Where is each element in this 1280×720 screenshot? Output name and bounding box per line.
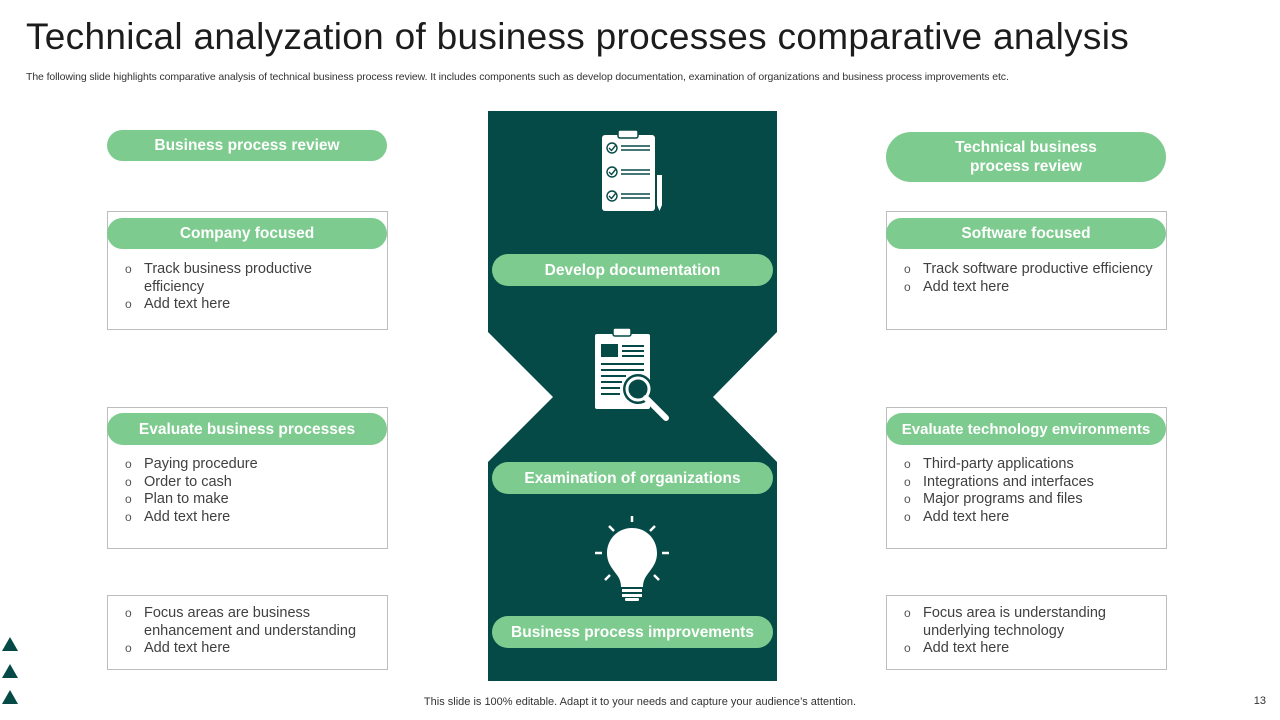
triangle-icon [2, 690, 18, 704]
right-card-1-list: Track software productive efficiency Add… [904, 261, 1154, 296]
list-item: Major programs and files [904, 491, 1154, 509]
list-item: Add text here [904, 640, 1134, 658]
left-card-3-list: Focus areas are business enhancement and… [125, 605, 375, 658]
page-number: 13 [1253, 695, 1266, 707]
document-search-icon [595, 327, 669, 421]
list-item: Plan to make [125, 491, 375, 509]
lightbulb-icon [595, 516, 669, 601]
list-item: Track business productive efficiency [125, 261, 375, 296]
triangle-icon [2, 637, 18, 651]
list-item: Add text here [125, 296, 375, 314]
list-item: Focus areas are business enhancement and… [125, 605, 375, 640]
page-title: Technical analyzation of business proces… [26, 16, 1130, 57]
left-card-2-title: Evaluate business processes [107, 413, 387, 445]
page-subtitle: The following slide highlights comparati… [26, 71, 1009, 83]
right-card-2-list: Third-party applications Integrations an… [904, 456, 1154, 527]
stage-develop-documentation: Develop documentation [492, 254, 773, 286]
right-card-3-list: Focus area is understanding underlying t… [904, 605, 1134, 658]
list-item: Add text here [904, 279, 1154, 297]
right-column-header-text: Technical business process review [955, 139, 1097, 175]
list-item: Add text here [904, 509, 1154, 527]
list-item: Add text here [125, 509, 375, 527]
triangle-icon [2, 664, 18, 678]
list-item: Third-party applications [904, 456, 1154, 474]
right-column-header: Technical business process review [886, 132, 1166, 182]
left-card-1-list: Track business productive efficiency Add… [125, 261, 375, 314]
stage-business-process-improvements: Business process improvements [492, 616, 773, 648]
list-item: Integrations and interfaces [904, 474, 1154, 492]
list-item: Track software productive efficiency [904, 261, 1154, 279]
stage-examination-of-organizations: Examination of organizations [492, 462, 773, 494]
footer-note: This slide is 100% editable. Adapt it to… [423, 696, 857, 708]
list-item: Paying procedure [125, 456, 375, 474]
list-item: Order to cash [125, 474, 375, 492]
list-item: Add text here [125, 640, 375, 658]
left-column-header: Business process review [107, 130, 387, 161]
left-card-1-title: Company focused [107, 218, 387, 249]
left-card-2-list: Paying procedure Order to cash Plan to m… [125, 456, 375, 527]
right-card-2-title: Evaluate technology environments [886, 413, 1166, 445]
checklist-icon [602, 129, 662, 211]
right-card-1-title: Software focused [886, 218, 1166, 249]
list-item: Focus area is understanding underlying t… [904, 605, 1134, 640]
